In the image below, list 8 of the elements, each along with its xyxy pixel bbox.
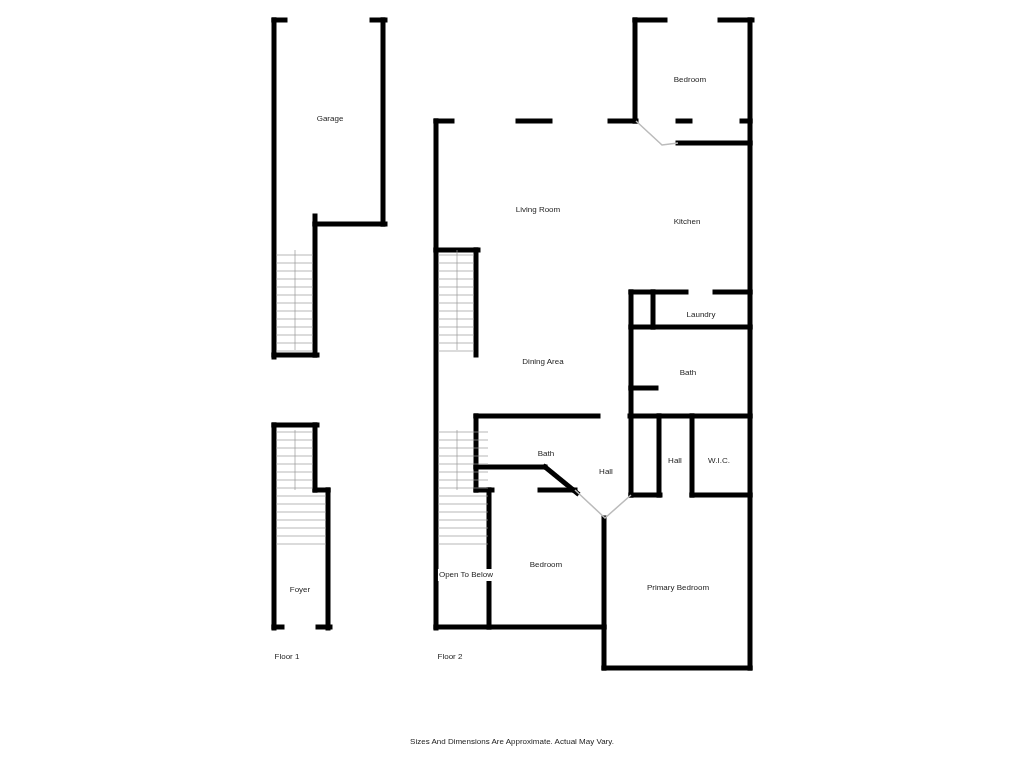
caption: Sizes And Dimensions Are Approximate. Actual May Vary. (410, 736, 614, 748)
room-label: Garage (315, 113, 345, 125)
room-label: Laundry (685, 309, 717, 321)
room-label: Living Room (514, 204, 562, 216)
room-label: Open To Below (437, 569, 495, 581)
room-label: Foyer (288, 584, 312, 596)
room-label: Dining Area (521, 356, 565, 368)
room-label: Primary Bedroom (645, 582, 711, 594)
